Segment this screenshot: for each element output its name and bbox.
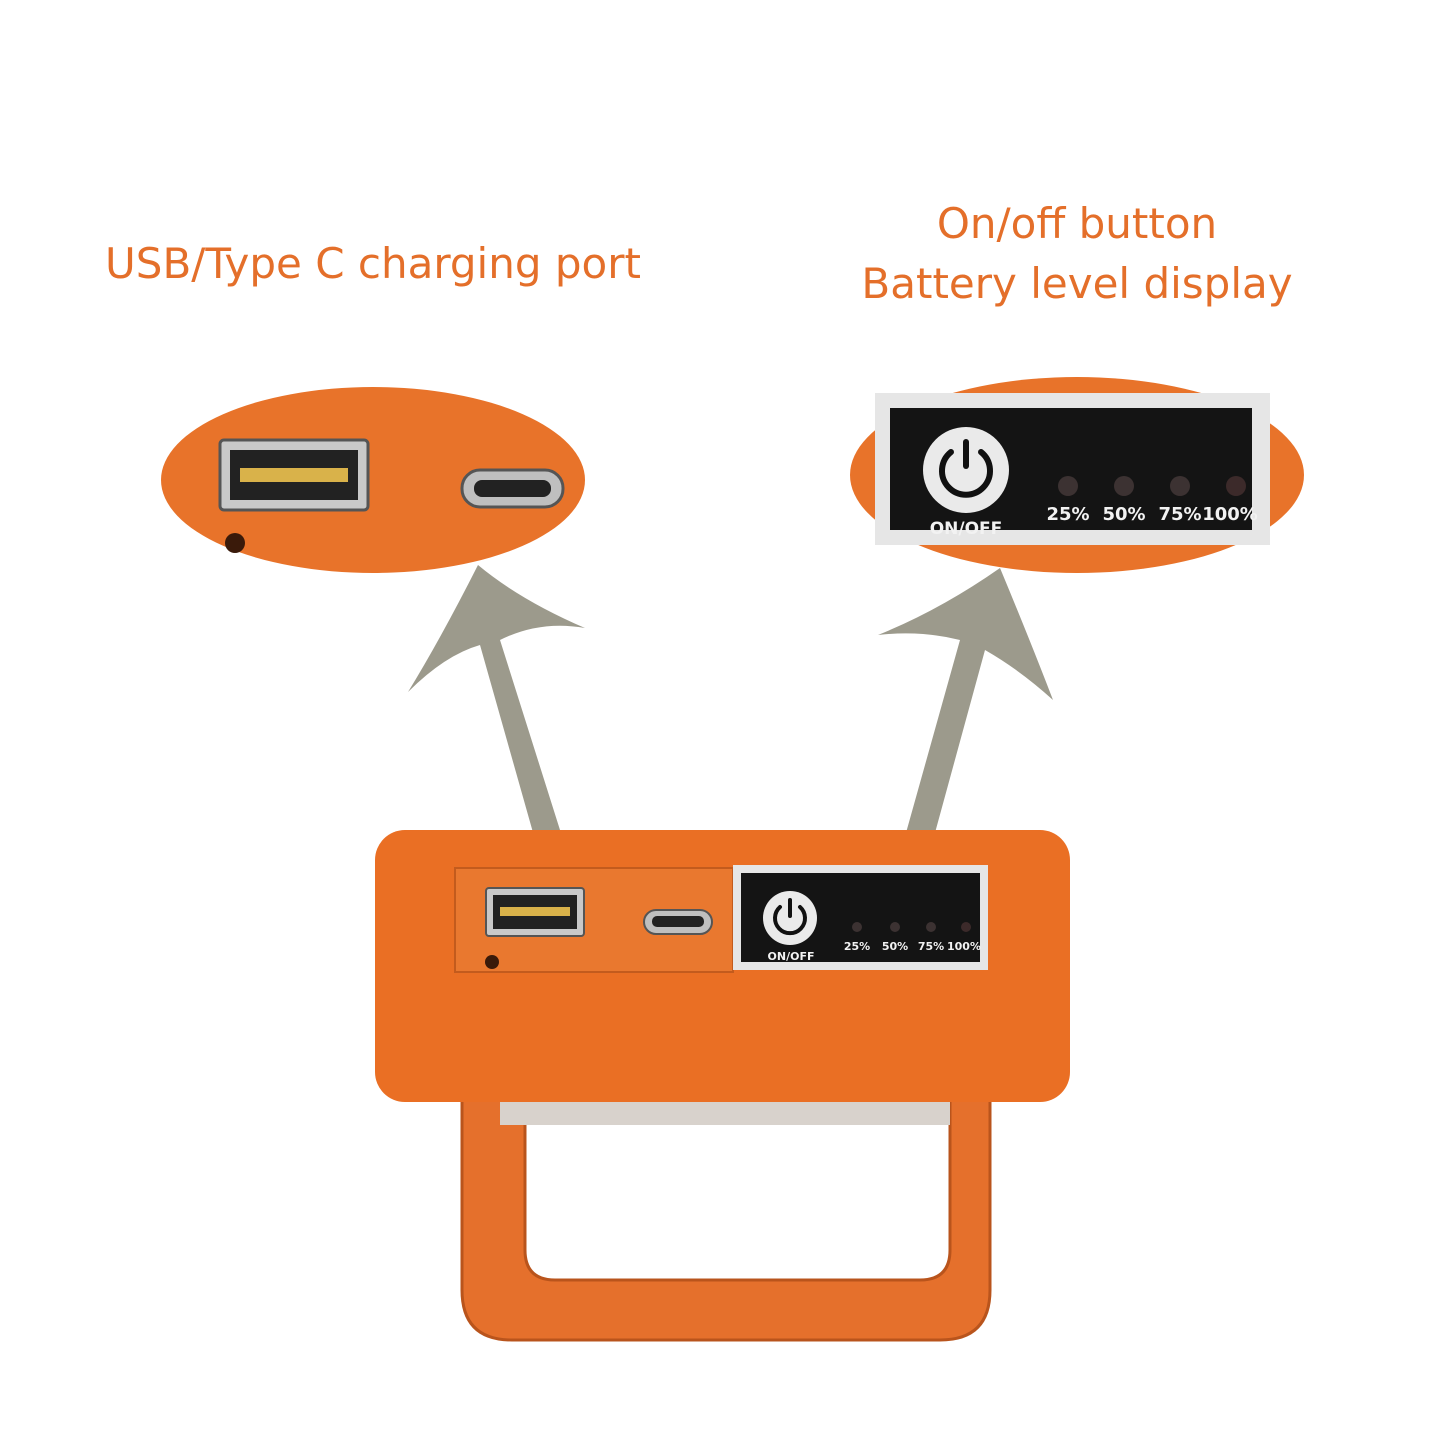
level-25: 25% — [1046, 504, 1089, 525]
level-25-small: 25% — [844, 940, 870, 953]
ports-closeup — [161, 387, 585, 573]
arrow-icon — [878, 568, 1053, 895]
level-100: 100% — [1202, 504, 1258, 525]
level-100-small: 100% — [947, 940, 981, 953]
caption-usb-ports: USB/Type C charging port — [105, 239, 641, 288]
lantern-device: ON/OFF 25% 50% 75% 100% — [375, 830, 1070, 1342]
level-75-small: 75% — [918, 940, 944, 953]
reset-hole — [225, 533, 245, 553]
usb-a-port-icon — [485, 887, 585, 937]
led-indicator-icon — [1058, 476, 1246, 496]
level-50: 50% — [1102, 504, 1145, 525]
power-icon — [923, 427, 1009, 513]
usb-c-port-icon — [643, 909, 713, 935]
arrow-icon — [408, 565, 585, 875]
on-off-label: ON/OFF — [930, 519, 1003, 539]
usb-c-port-icon — [460, 468, 565, 509]
power-icon — [763, 891, 817, 945]
level-50-small: 50% — [882, 940, 908, 953]
caption-battery-display: Battery level display — [861, 259, 1292, 308]
level-75: 75% — [1158, 504, 1201, 525]
on-off-label-small: ON/OFF — [768, 950, 815, 963]
display-closeup: ON/OFF 25% 50% 75% 100% — [850, 377, 1304, 573]
usb-a-port-icon — [218, 438, 370, 512]
caption-on-off: On/off button — [937, 199, 1217, 248]
